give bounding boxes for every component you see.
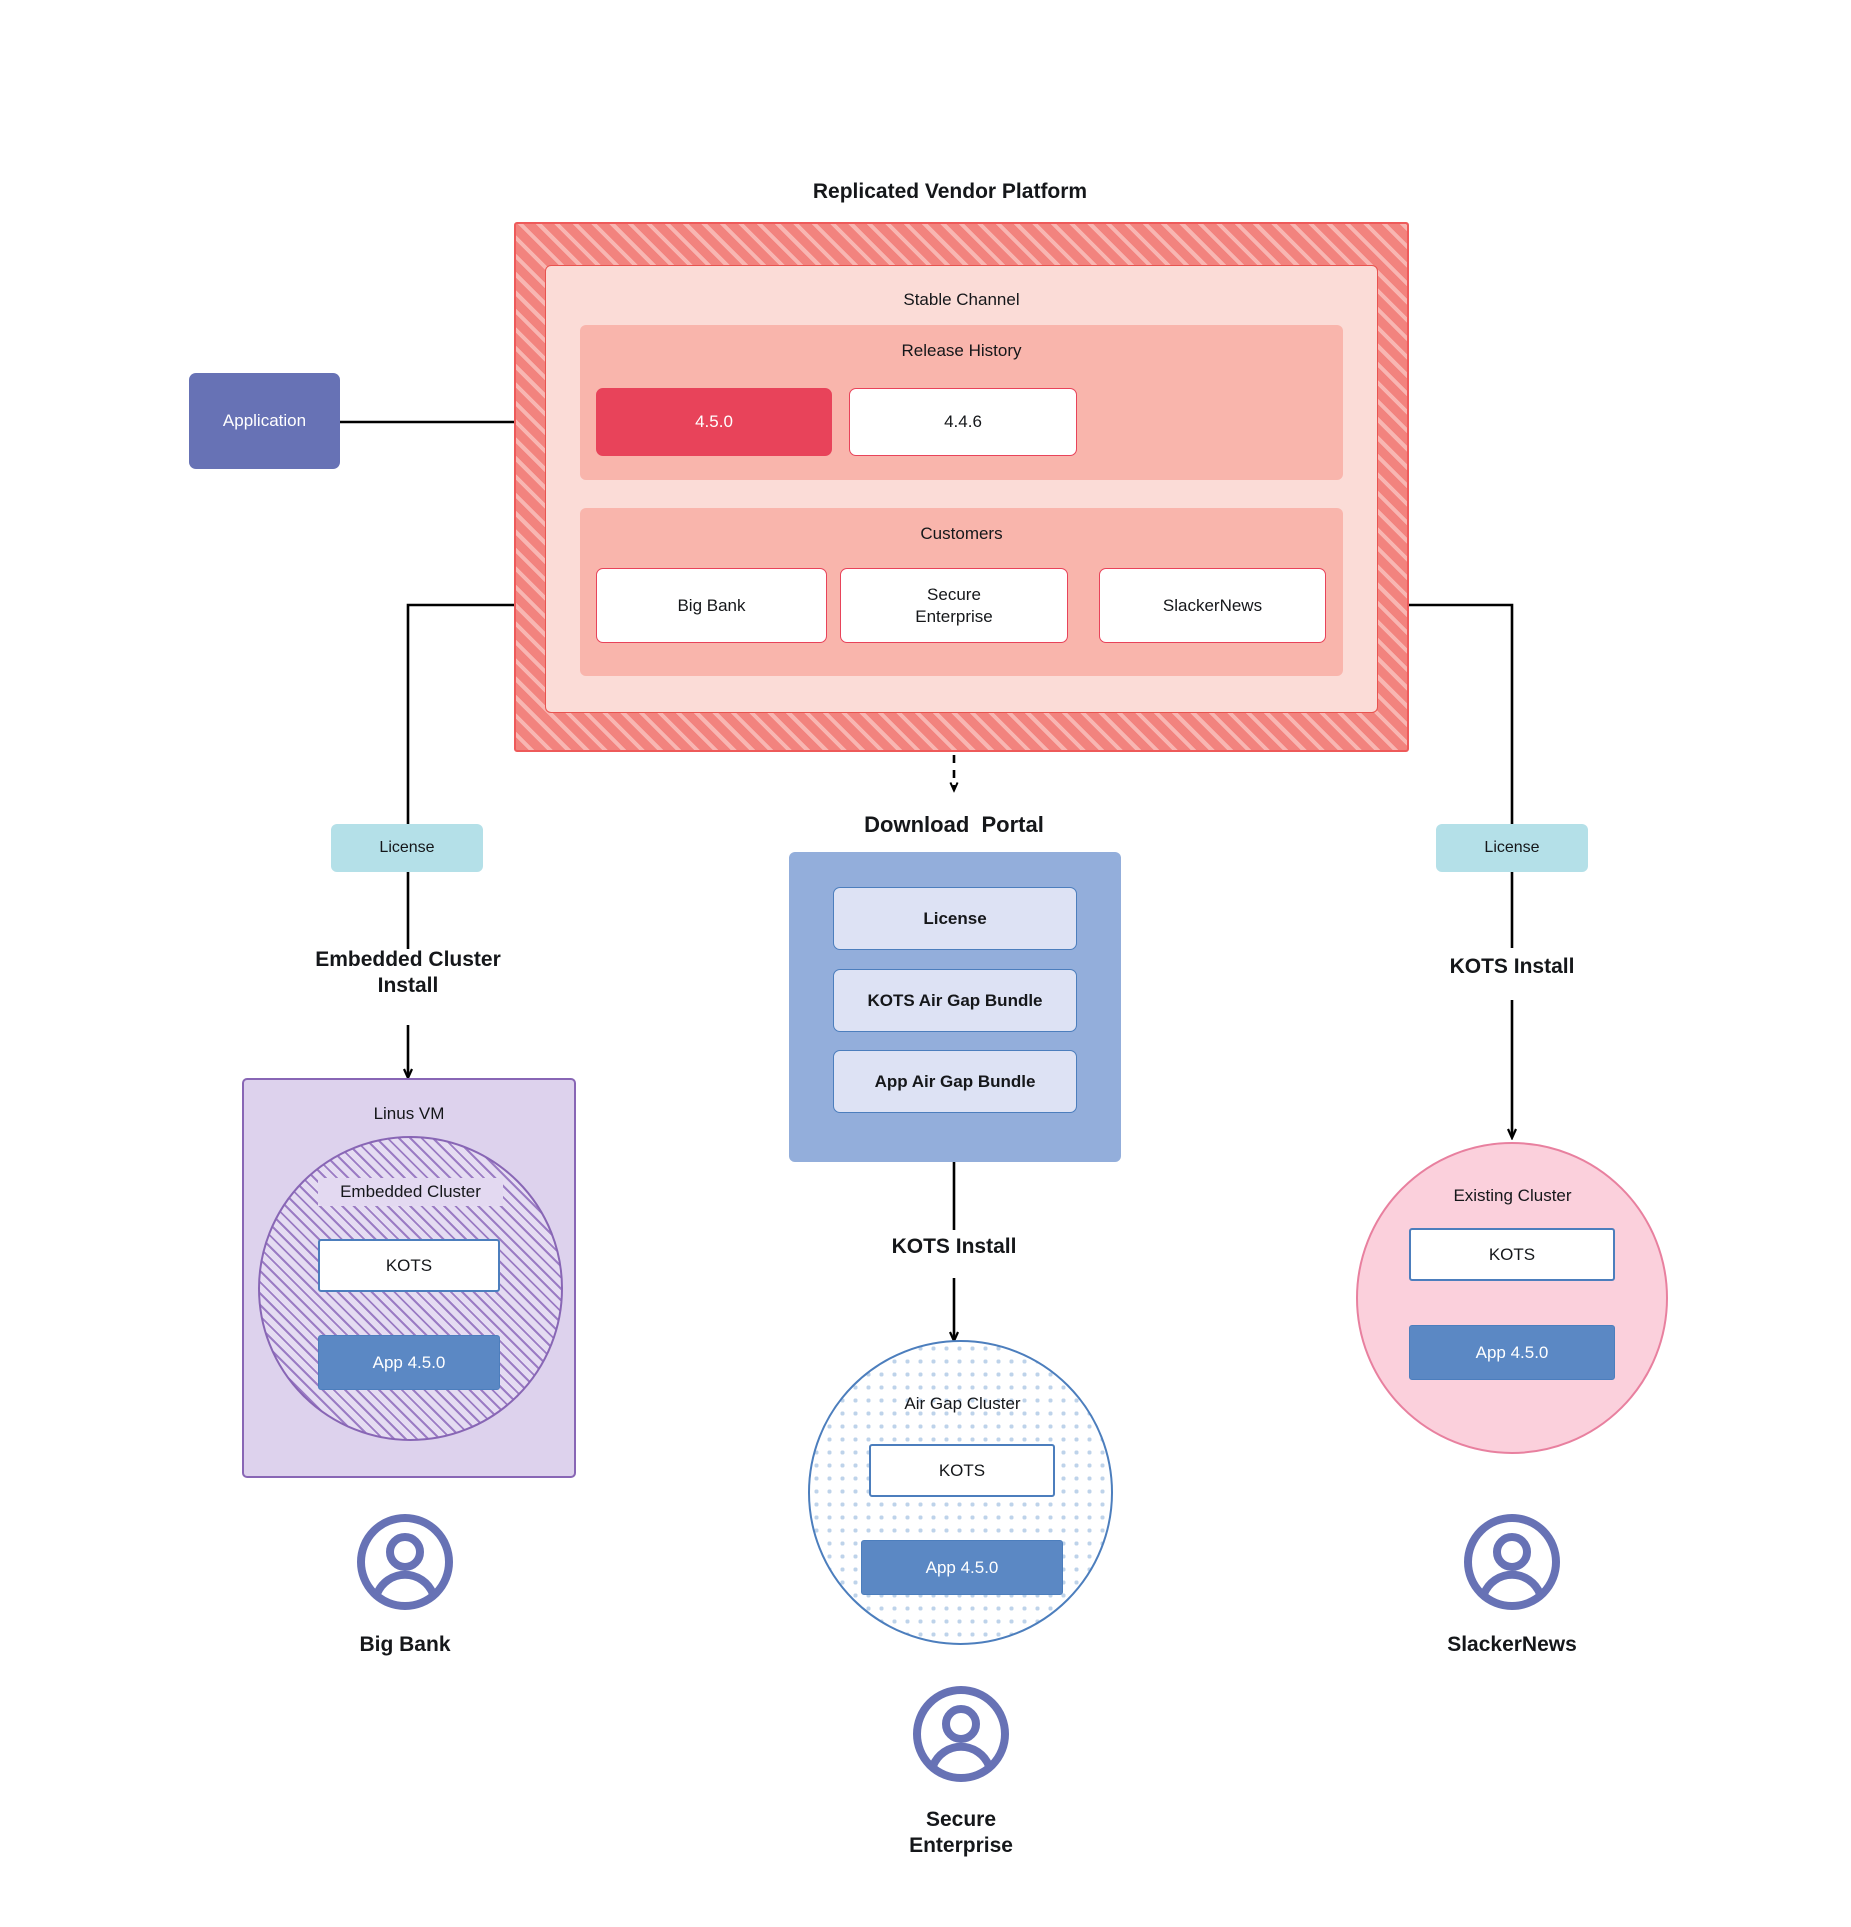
customer-label-big-bank: Big Bank [359, 1632, 451, 1656]
embedded-cluster-install-label: Embedded Cluster Install [315, 947, 501, 997]
portal-item-kots-air-gap-bundle[interactable]: KOTS Air Gap Bundle [833, 969, 1077, 1032]
existing-cluster-label: Existing Cluster [1453, 1186, 1572, 1206]
kots-install-label-middle: KOTS Install [891, 1234, 1017, 1258]
app-box-airgap[interactable]: App 4.5.0 [861, 1540, 1063, 1595]
linux-vm-label: Linus VM [373, 1104, 445, 1124]
download-portal-title: Download Portal [864, 812, 1044, 838]
license-box-left[interactable]: License [331, 824, 483, 872]
existing-cluster-circle [1356, 1142, 1668, 1454]
avatar-big-bank [355, 1512, 455, 1612]
customer-label-secure-enterprise: Secure Enterprise [909, 1807, 1013, 1857]
customer-box-secure-enterprise[interactable]: Secure Enterprise [840, 568, 1068, 643]
application-box[interactable]: Application [189, 373, 340, 469]
app-box-existing[interactable]: App 4.5.0 [1409, 1325, 1615, 1380]
kots-box-embedded[interactable]: KOTS [318, 1239, 500, 1292]
customer-box-big-bank[interactable]: Big Bank [596, 568, 827, 643]
stable-channel-label: Stable Channel [903, 290, 1020, 310]
portal-item-app-air-gap-bundle[interactable]: App Air Gap Bundle [833, 1050, 1077, 1113]
avatar-slackernews [1462, 1512, 1562, 1612]
kots-install-label-right: KOTS Install [1449, 954, 1575, 978]
embedded-cluster-label: Embedded Cluster [318, 1178, 503, 1206]
release-history-label: Release History [901, 341, 1022, 361]
app-box-embedded[interactable]: App 4.5.0 [318, 1335, 500, 1390]
kots-box-airgap[interactable]: KOTS [869, 1444, 1055, 1497]
customers-label: Customers [920, 524, 1003, 544]
customer-box-slackernews[interactable]: SlackerNews [1099, 568, 1326, 643]
release-version-4-4-6[interactable]: 4.4.6 [849, 388, 1077, 456]
release-version-4-5-0[interactable]: 4.5.0 [596, 388, 832, 456]
page-title: Replicated Vendor Platform [812, 179, 1088, 203]
customer-label-slackernews: SlackerNews [1447, 1632, 1577, 1656]
portal-item-license[interactable]: License [833, 887, 1077, 950]
avatar-secure-enterprise [911, 1684, 1011, 1784]
kots-box-existing[interactable]: KOTS [1409, 1228, 1615, 1281]
license-box-right[interactable]: License [1436, 824, 1588, 872]
air-gap-cluster-label: Air Gap Cluster [904, 1394, 1021, 1414]
